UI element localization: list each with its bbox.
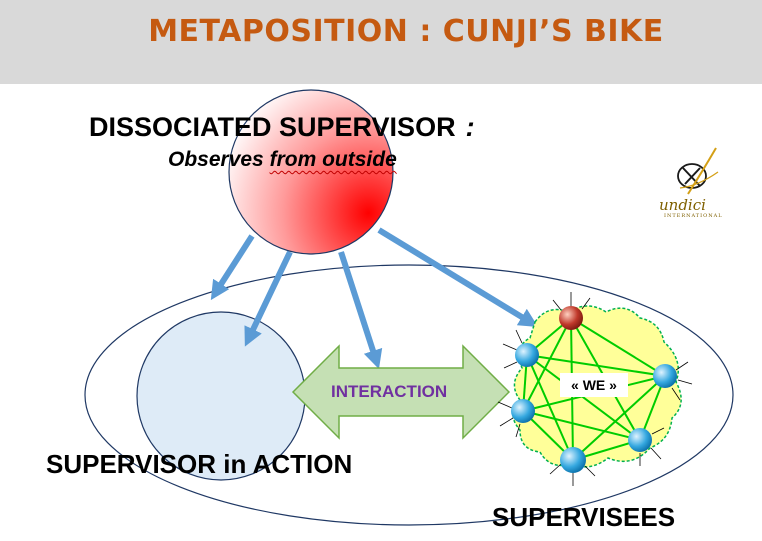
network-node [511,399,535,423]
title-banner [0,0,762,84]
supervisor-in-action-label: SUPERVISOR in ACTION [46,449,353,479]
interaction-label: INTERACTION [331,382,448,401]
dissociated-supervisor-title: DISSOCIATED SUPERVISOR [89,112,456,142]
dissociated-supervisor-circle [228,89,394,255]
network-node [515,343,539,367]
supervisees-label: SUPERVISEES [492,502,676,532]
network-node-red [559,306,583,330]
we-label: « WE » [560,373,628,397]
dissociated-supervisor-colon: : [465,112,475,142]
logo-name: undici [659,196,706,214]
interaction-ellipse [84,264,734,526]
network-node [653,364,677,388]
observation-arrows [210,227,539,370]
observes-from-outside-label: Observes from outside [168,148,397,172]
undici-logo-icon [677,147,719,195]
page-title: METAPOSITION : CUNJI’S BIKE [148,14,664,49]
observes-text: Observes [168,148,270,171]
arrow-to-interaction [338,251,383,370]
network-node [628,428,652,452]
from-outside-text: from outside [269,148,397,171]
arrow-to-ellipse [210,234,255,301]
logo-subtitle: INTERNATIONAL [664,213,723,219]
dissociated-supervisor-label: DISSOCIATED SUPERVISOR: [89,112,475,143]
interaction-double-arrow [291,344,511,440]
arrow-to-supervisees [377,227,539,327]
arrow-to-action [244,250,293,347]
network-node [560,447,586,473]
node-rays [497,292,693,486]
